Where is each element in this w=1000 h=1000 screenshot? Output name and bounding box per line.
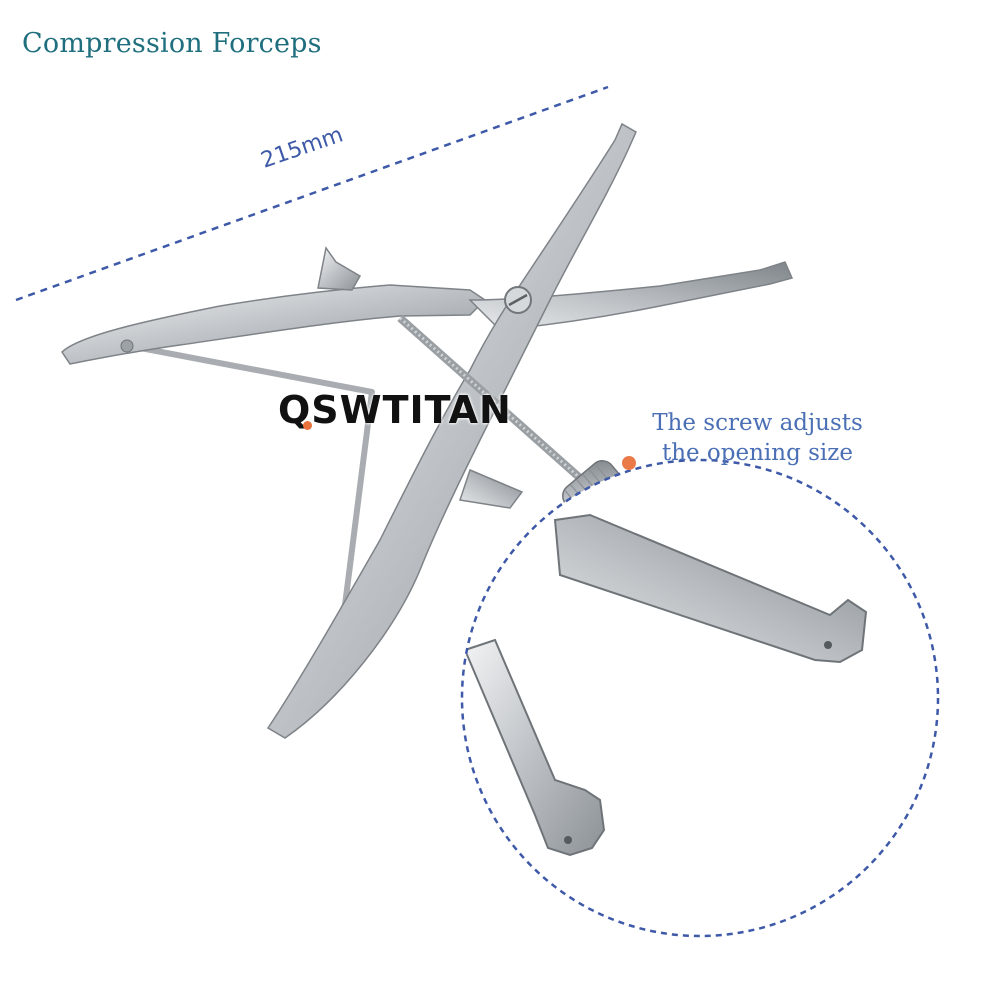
lower-handle — [266, 122, 637, 739]
zoom-detail — [462, 460, 938, 936]
screw-note-line2: the opening size — [661, 440, 854, 466]
screw-note: The screw adjusts the opening size — [640, 408, 875, 468]
brand-accent-dot — [303, 421, 312, 430]
zoomed-upper-jaw — [553, 513, 868, 664]
dimension-line — [15, 85, 609, 302]
zoomed-lower-jaw — [463, 638, 606, 857]
lower-handle-finger-rest — [459, 468, 524, 509]
page-title: Compression Forceps — [22, 28, 322, 59]
screw-note-line1: The screw adjusts — [652, 410, 863, 436]
callout-dot — [622, 456, 636, 470]
upper-handle-thumb-rest — [317, 246, 362, 291]
zoom-circle-border — [460, 458, 940, 938]
brand-watermark: QSWTITAN — [278, 388, 512, 432]
